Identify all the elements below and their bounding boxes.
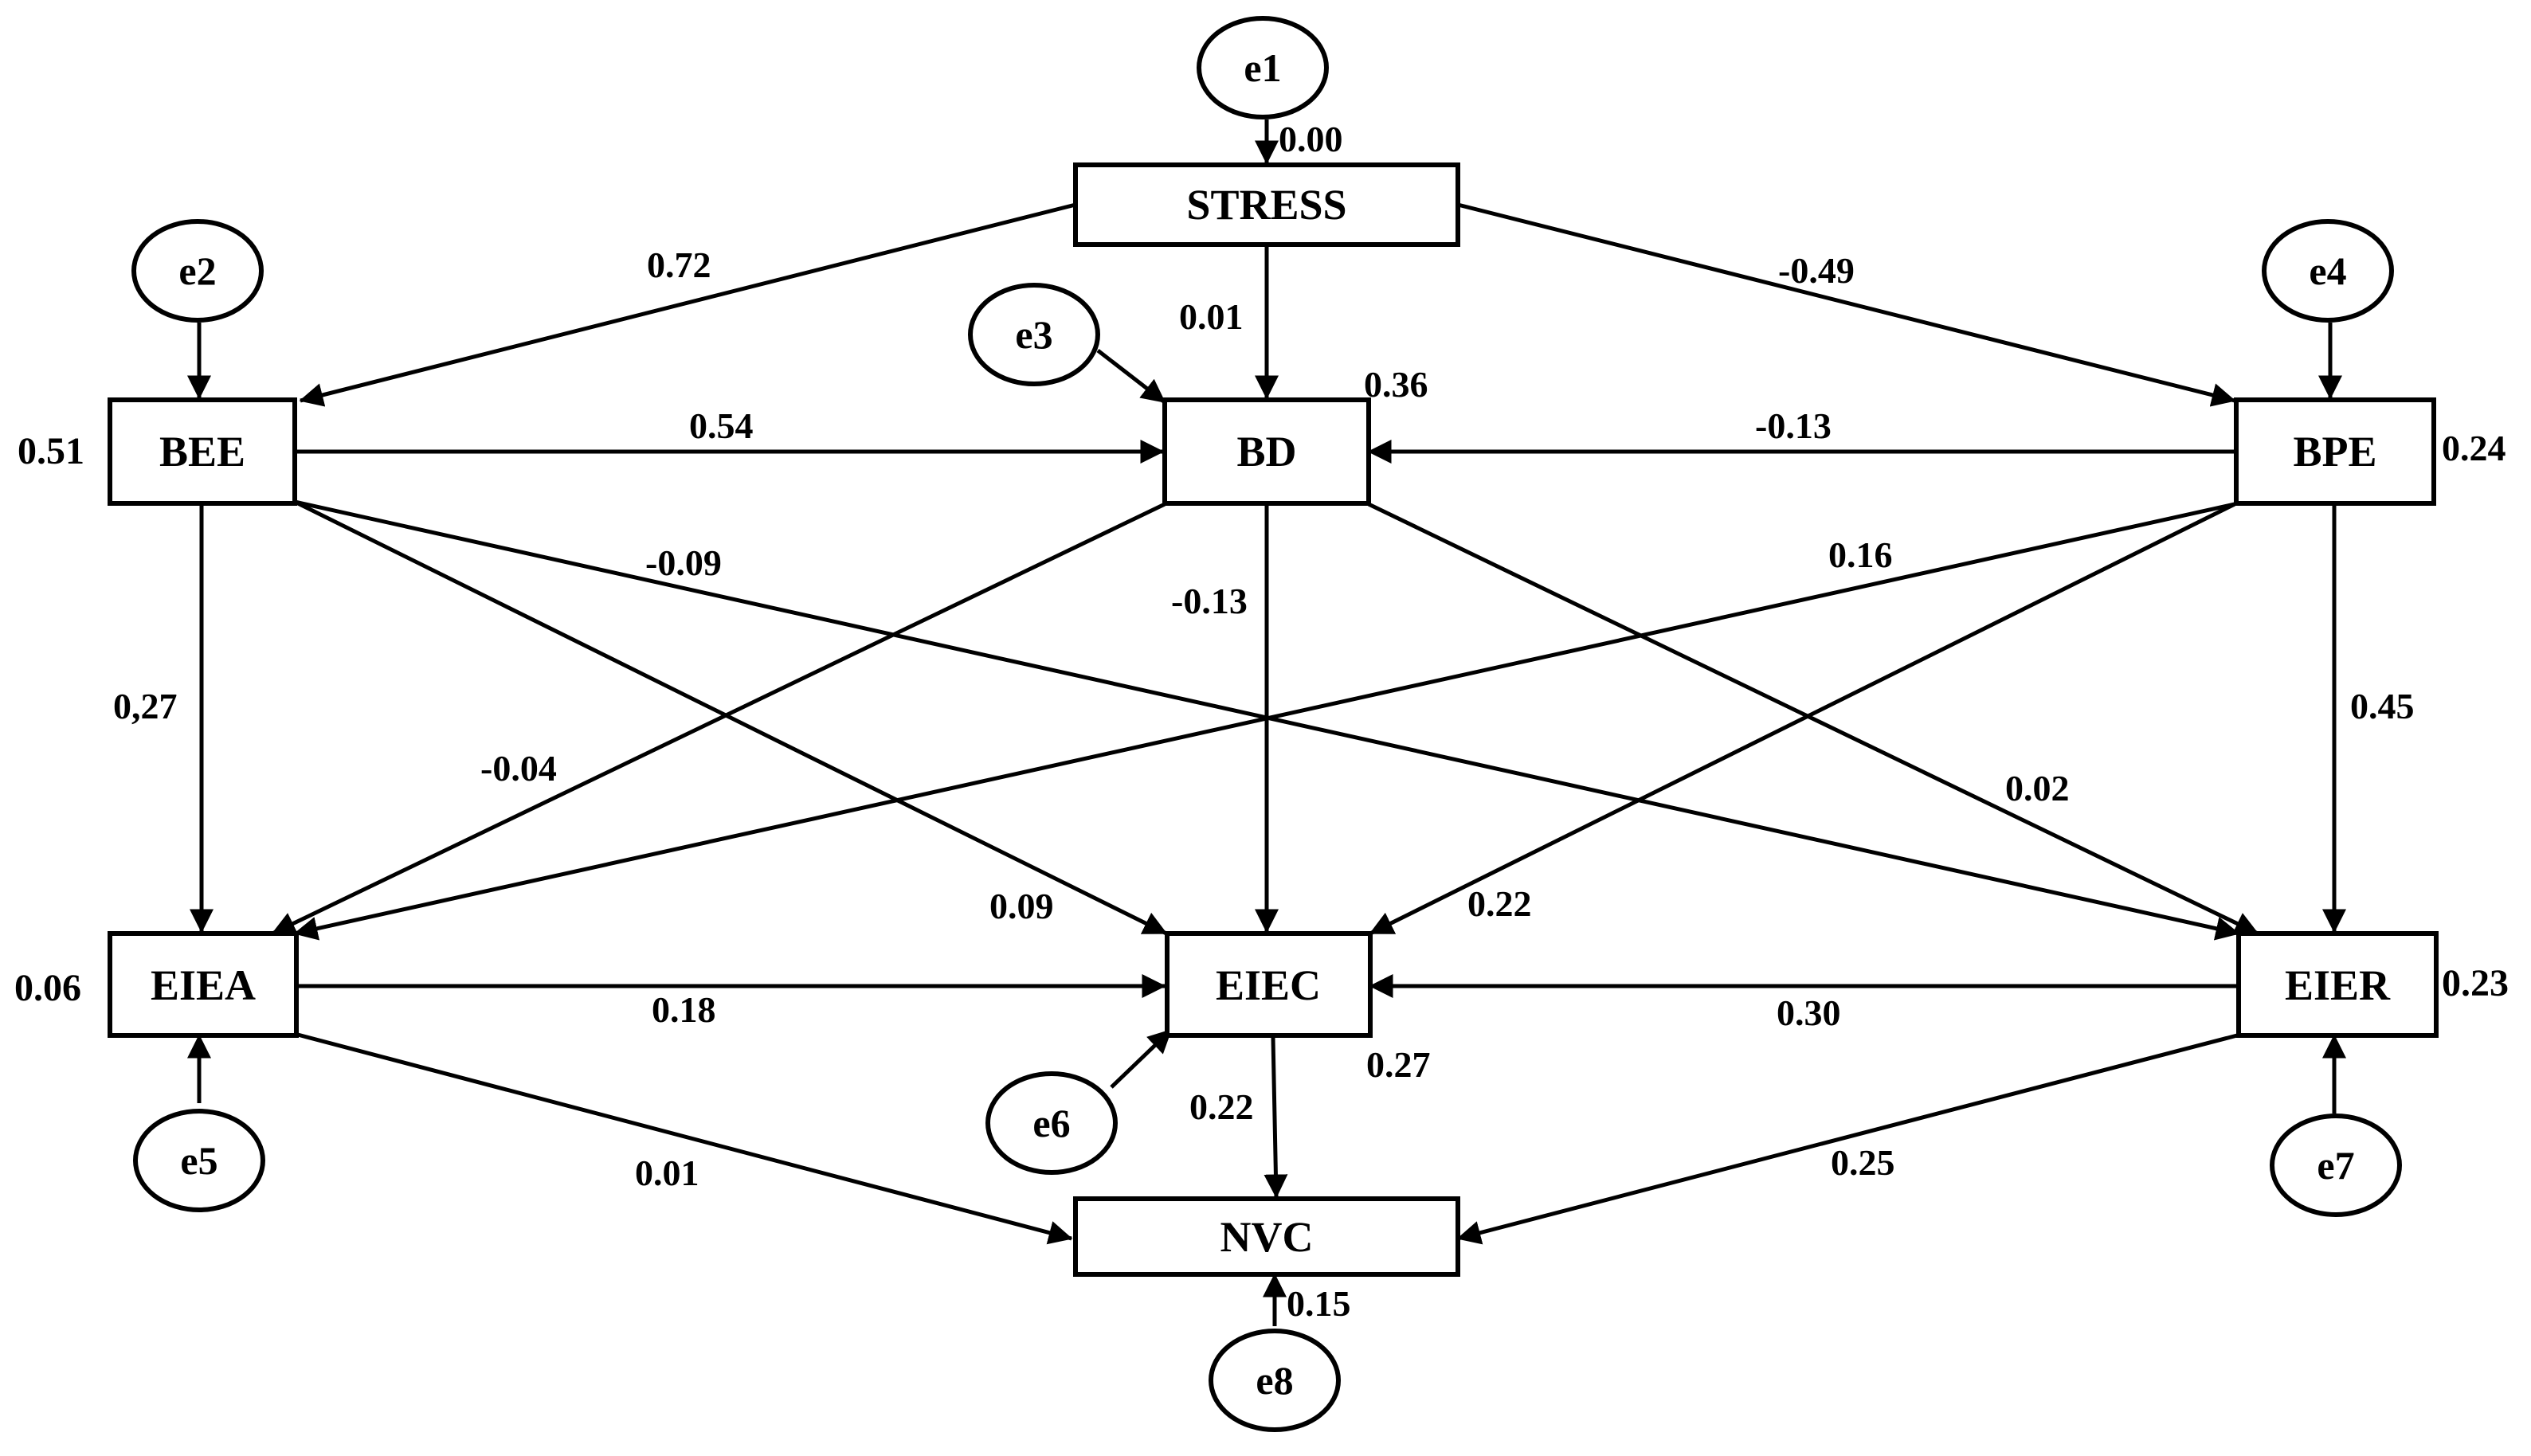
- coef-bee-bd: 0.54: [689, 405, 754, 446]
- error-terms: e1 e2 e3 e4 e5 e6 e7 e8: [131, 16, 2402, 1432]
- arrow-bee-eiec: [293, 499, 1168, 936]
- coef-stress-bpe: -0.49: [1778, 250, 1855, 291]
- coef-bpe-eier: 0.45: [2350, 686, 2415, 726]
- error-e1: [1197, 16, 1329, 119]
- node-eiec: [1165, 931, 1373, 1038]
- node-eiec-label: EIEC: [1216, 961, 1321, 1009]
- node-bd-label: BD: [1236, 428, 1296, 476]
- error-e6: [985, 1071, 1118, 1175]
- error-e8-label: e8: [1256, 1358, 1293, 1403]
- variance-labels: 0.00 0.51 0.36 0.24 0.06 0.27 0.23 0.15: [14, 119, 2509, 1324]
- variance-eier: 0.23: [2442, 962, 2509, 1004]
- node-eier: [2236, 931, 2439, 1038]
- error-e6-label: e6: [1032, 1101, 1070, 1145]
- arrow-stress-bpe: [1457, 202, 2236, 407]
- coef-eiea-eiec: 0.18: [652, 989, 716, 1030]
- error-e2: [131, 219, 264, 323]
- arrow-bpe-eiea: [293, 502, 2235, 941]
- error-e5: [133, 1109, 265, 1212]
- coef-eier-nvc: 0.25: [1831, 1142, 1895, 1183]
- arrow-eiea-nvc: [294, 1031, 1073, 1245]
- coef-eiea-nvc: 0.01: [635, 1153, 699, 1193]
- coef-bd-eiec: -0.13: [1171, 581, 1248, 621]
- coef-bpe-eiea: 0.16: [1828, 534, 1893, 575]
- variance-eiea: 0.06: [14, 967, 81, 1009]
- coef-eiec-nvc: 0.22: [1189, 1086, 1254, 1127]
- arrow-eier-nvc: [1456, 1033, 2238, 1245]
- coef-stress-bd: 0.01: [1179, 296, 1244, 337]
- node-eiea: [108, 931, 299, 1038]
- error-e4: [2262, 219, 2394, 323]
- coef-bee-eier: -0.09: [645, 542, 722, 583]
- coef-bpe-eiec: 0.22: [1467, 883, 1532, 924]
- arrow-e3-bd: [1096, 349, 1166, 404]
- error-e7-label: e7: [2317, 1143, 2354, 1188]
- variance-bee: 0.51: [18, 430, 84, 472]
- variance-eiec: 0.27: [1366, 1044, 1431, 1085]
- coef-eier-eiec: 0.30: [1777, 992, 1841, 1033]
- error-e5-label: e5: [180, 1138, 217, 1183]
- coef-bee-eiec: 0.09: [989, 886, 1054, 926]
- node-eier-label: EIER: [2285, 961, 2391, 1009]
- node-stress-label: STRESS: [1186, 181, 1346, 229]
- coef-stress-bee: 0.72: [647, 245, 711, 285]
- variance-bpe: 0.24: [2442, 428, 2506, 468]
- coef-bee-eiea: 0,27: [113, 686, 178, 726]
- arrow-eiec-nvc: [1264, 1037, 1288, 1199]
- error-e3-label: e3: [1015, 312, 1052, 357]
- error-e3: [968, 283, 1100, 386]
- error-e7: [2270, 1114, 2402, 1217]
- error-e4-label: e4: [2309, 249, 2346, 293]
- node-bd: [1162, 397, 1371, 506]
- paths: [187, 119, 2346, 1326]
- node-nvc: [1073, 1196, 1460, 1277]
- coef-bd-eiea: -0.04: [480, 748, 557, 789]
- node-bee-label: BEE: [159, 428, 245, 476]
- error-e8: [1209, 1329, 1341, 1432]
- error-e1-label: e1: [1244, 45, 1281, 90]
- arrow-bd-eiea: [271, 502, 1166, 936]
- arrow-e6-eiec: [1110, 1028, 1173, 1089]
- arrow-bpe-eiec: [1369, 502, 2236, 936]
- node-bee: [108, 397, 297, 506]
- node-bpe: [2234, 397, 2436, 506]
- variance-nvc: 0.15: [1287, 1283, 1351, 1324]
- coef-bpe-bd: -0.13: [1755, 405, 1832, 446]
- variables: STRESS BEE BD BPE EIEA EIEC EIER NVC: [108, 162, 2439, 1277]
- error-e2-label: e2: [178, 249, 216, 293]
- node-bpe-label: BPE: [2293, 428, 2376, 476]
- variance-stress: 0.00: [1279, 119, 1343, 159]
- variance-bd: 0.36: [1364, 364, 1428, 405]
- node-eiea-label: EIEA: [151, 961, 256, 1009]
- arrow-bd-eier: [1367, 502, 2259, 936]
- node-stress: [1073, 162, 1460, 247]
- node-nvc-label: NVC: [1220, 1213, 1314, 1261]
- coef-bd-eier: 0.02: [2005, 768, 2070, 808]
- arrow-stress-bee: [299, 202, 1076, 407]
- path-coefficients: 0.72 0.01 -0.49 0.54 -0.13 0,27 -0.09 -0…: [113, 245, 2415, 1193]
